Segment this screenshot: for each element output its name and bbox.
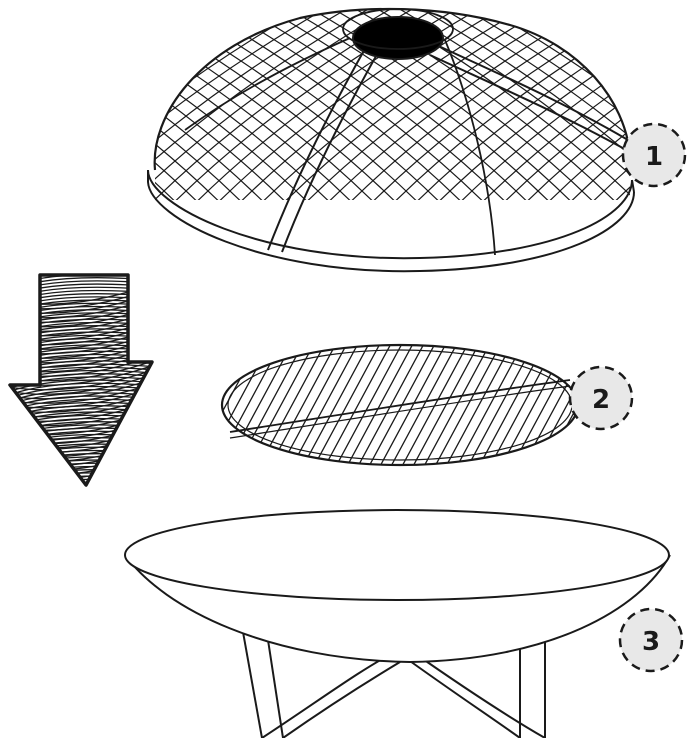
part-badge-2-label: 2 xyxy=(592,385,610,415)
part-badge-1-label: 1 xyxy=(645,142,663,172)
part-badge-2: 2 xyxy=(570,367,632,429)
spark-screen-dome xyxy=(0,0,699,271)
part-badge-3-label: 3 xyxy=(642,627,660,657)
part-badge-1: 1 xyxy=(623,124,685,186)
down-arrow-icon xyxy=(0,265,160,501)
fire-bowl xyxy=(125,510,670,738)
part-badge-3: 3 xyxy=(620,609,682,671)
